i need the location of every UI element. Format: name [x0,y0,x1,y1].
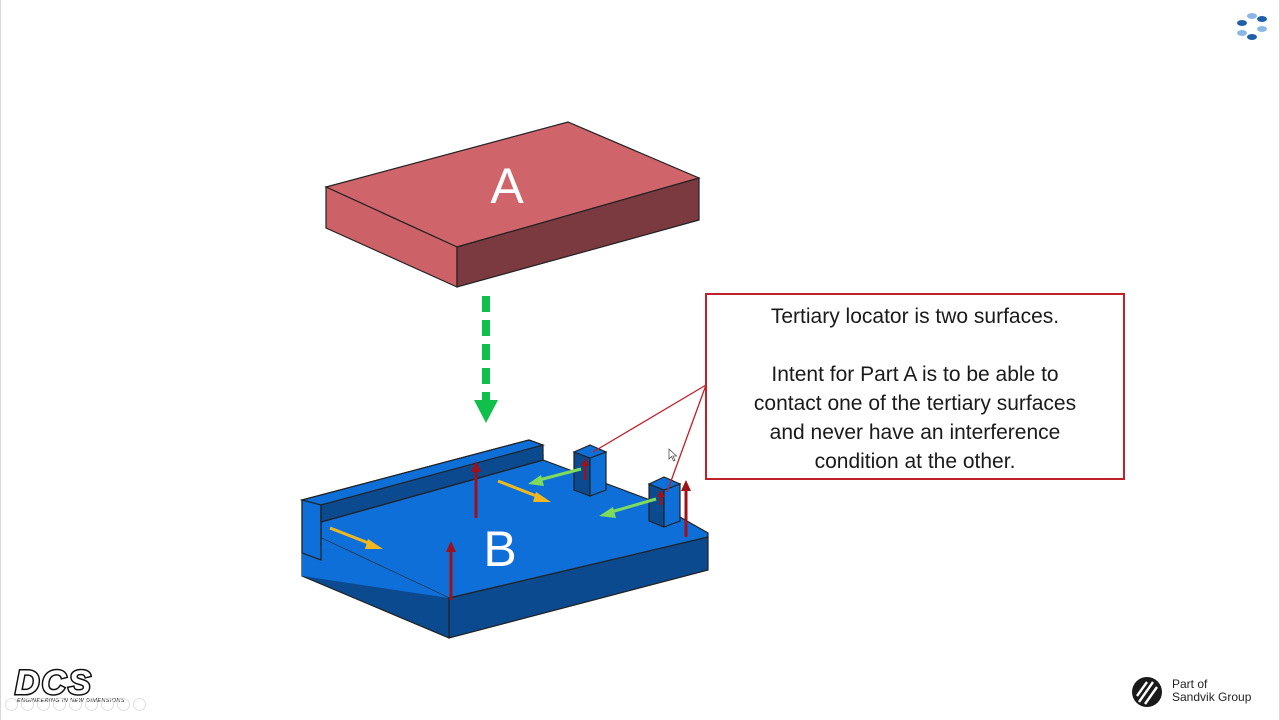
cursor-icon [668,448,678,462]
sandvik-group-logo: Part of Sandvik Group [1131,676,1271,708]
tertiary-arrow-2 [599,497,657,518]
sandvik-text: Part of Sandvik Group [1172,678,1251,704]
secondary-arrow-2 [497,479,551,502]
primary-arrow-1 [471,461,481,518]
secondary-arrow-1 [329,526,383,549]
tertiary-pin-1-side [589,451,607,497]
nav-dot[interactable] [5,698,18,711]
part-a-label: A [490,158,524,214]
dcs-logo-word: DCS [14,663,93,704]
tertiary-arrow-1 [528,467,582,486]
sandvik-line-2: Sandvik Group [1172,690,1252,704]
primary-arrow-3 [681,480,691,537]
tertiary-pin-1-front [573,451,591,497]
primary-arrow-pin-1 [581,458,589,480]
nav-dot[interactable] [37,698,50,711]
part-a-block: A [324,121,701,288]
primary-arrow-pin-2 [657,490,665,505]
callout-line-4: and never have an interference [769,421,1061,444]
nav-dot[interactable] [21,698,34,711]
callout-line-1: Tertiary locator is two surfaces. [770,305,1060,328]
nav-dot[interactable] [69,698,82,711]
tertiary-pin-2-top [647,476,682,491]
callout-leader-lines [592,384,707,493]
nav-dot[interactable] [117,698,130,711]
assembly-direction-arrow [474,296,498,423]
primary-arrow-2 [446,541,456,600]
tertiary-pin-2-side [663,483,681,528]
slide-nav-controls [5,698,146,711]
secondary-datum-arrows [329,479,551,549]
part-b-label: B [483,521,516,577]
nav-dot[interactable] [53,698,66,711]
tertiary-pin-1-top [572,444,608,459]
nav-dot[interactable] [101,698,114,711]
tertiary-locator-callout: Tertiary locator is two surfaces. Intent… [705,293,1125,480]
callout-line-2: Intent for Part A is to be able to [771,363,1059,386]
part-a-side-face [456,177,700,288]
nav-dot[interactable] [133,698,146,711]
part-b-fixture: B [299,439,709,639]
part-b-back-wall-top [299,439,546,506]
callout-line-3: contact one of the tertiary surfaces [753,392,1077,415]
sandvik-line-1: Part of [1172,677,1208,691]
tertiary-datum-arrows [528,467,657,518]
nav-dot[interactable] [85,698,98,711]
callout-line-5: condition at the other. [814,450,1016,473]
primary-datum-arrows [446,458,691,600]
sandvik-mark-icon [1132,677,1162,707]
corner-logo-icon [1237,13,1267,40]
tertiary-pin-2-front [648,483,665,528]
part-b-left-wall-front [302,495,449,598]
